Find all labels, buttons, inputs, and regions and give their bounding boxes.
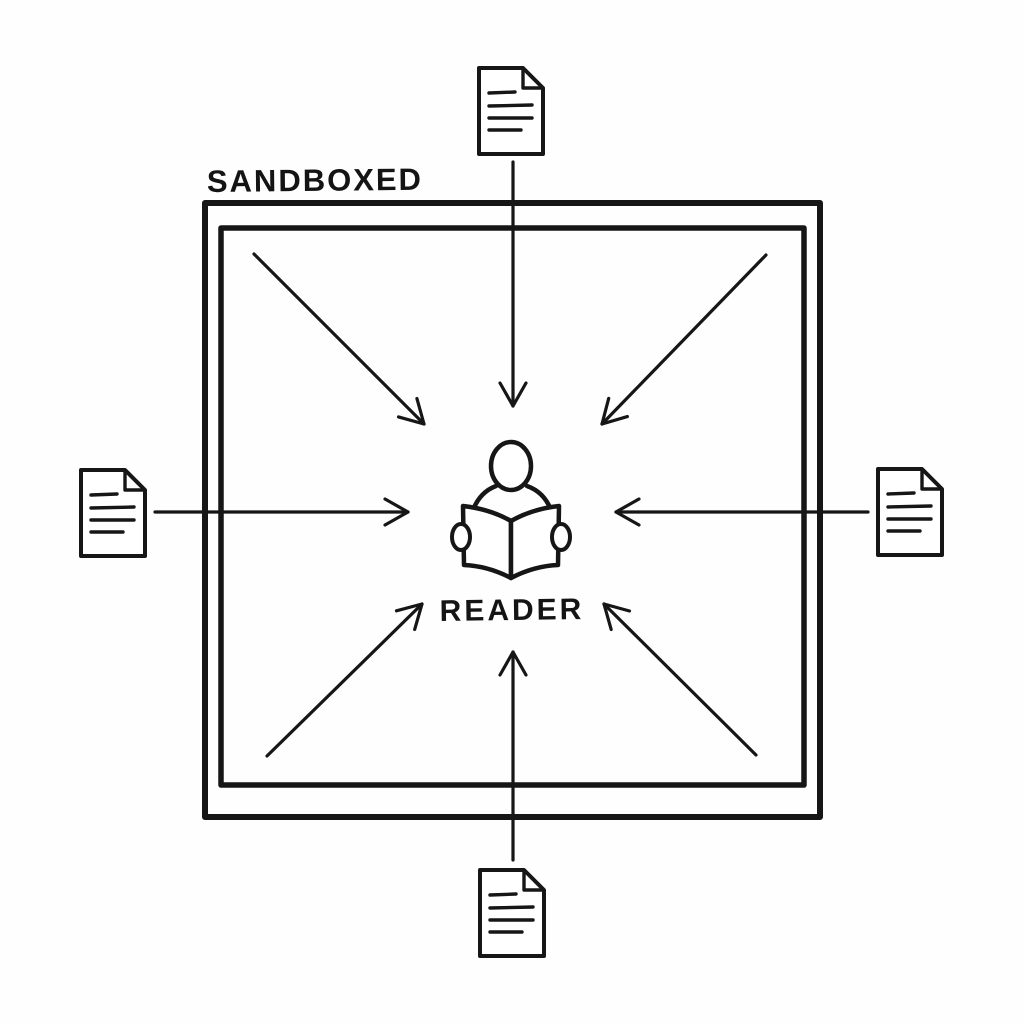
- inward-arrows: [153, 160, 870, 862]
- arrow-bottom-left-corner-to-reader: [265, 602, 424, 758]
- arrow-top-right-corner-to-reader: [600, 253, 768, 426]
- sandbox-label: SANDBOXED: [207, 162, 423, 199]
- arrow-top-left-corner-to-reader: [252, 252, 426, 426]
- person-reading-book-icon: [450, 439, 572, 581]
- reader-left-hand: [450, 522, 472, 552]
- book-right-page: [508, 503, 562, 581]
- document-icon-left: [79, 468, 147, 558]
- document-icon-right: [876, 467, 944, 557]
- document-icon-bottom: [478, 868, 546, 958]
- reader-head: [488, 439, 534, 493]
- reader-right-hand: [550, 522, 572, 552]
- document-icon-top: [477, 66, 545, 156]
- reader-label: READER: [439, 593, 584, 628]
- arrow-bottom-right-corner-to-reader: [602, 602, 758, 757]
